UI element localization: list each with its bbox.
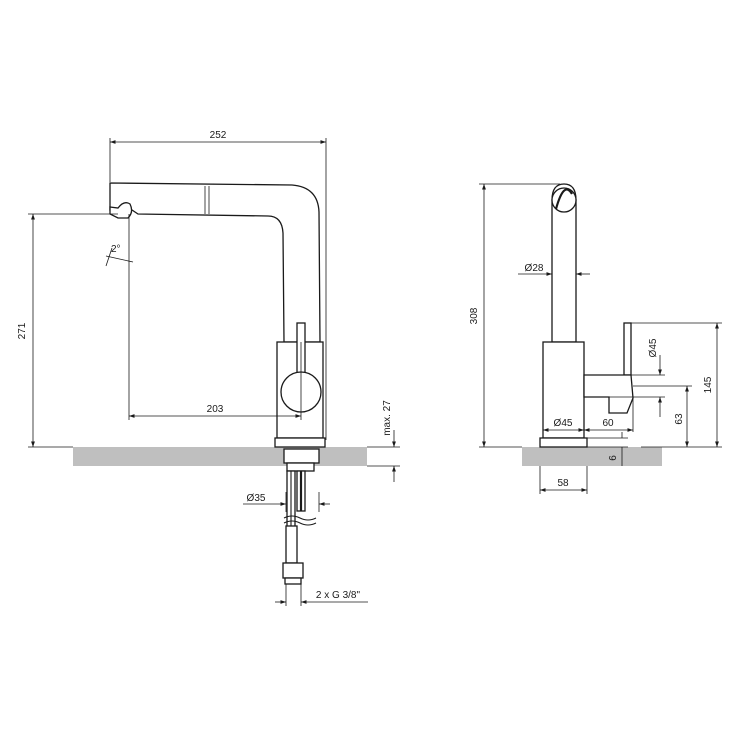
countertop-right bbox=[522, 447, 662, 466]
front-view: 308 Ø28 Ø45 63 145 Ø45 60 6 bbox=[469, 183, 722, 494]
mount-nut-2 bbox=[286, 462, 315, 472]
angle-tick bbox=[105, 247, 113, 267]
front-lever-body bbox=[583, 374, 634, 414]
base-ring bbox=[274, 437, 326, 448]
label-d28: Ø28 bbox=[525, 263, 544, 274]
label-angle: 2° bbox=[111, 244, 121, 255]
label-6: 6 bbox=[608, 455, 619, 461]
label-connection: 2 x G 3/8" bbox=[316, 590, 361, 601]
hose-fitting bbox=[282, 562, 304, 579]
angle-line bbox=[105, 255, 134, 263]
label-58: 58 bbox=[557, 478, 569, 489]
front-lever-stick bbox=[623, 322, 632, 376]
front-base bbox=[539, 437, 588, 448]
spout-top-inner bbox=[554, 188, 573, 210]
label-252: 252 bbox=[210, 130, 227, 141]
label-203: 203 bbox=[207, 404, 224, 415]
label-d35: Ø35 bbox=[247, 493, 266, 504]
label-d45-lever: Ø45 bbox=[648, 338, 659, 357]
label-63: 63 bbox=[674, 413, 685, 425]
mount-nut bbox=[283, 448, 320, 464]
hose-lower bbox=[285, 525, 298, 564]
hose-fitting-2 bbox=[284, 577, 302, 585]
break-mark-2 bbox=[283, 520, 317, 526]
label-d45-base: Ø45 bbox=[554, 418, 573, 429]
label-308: 308 bbox=[469, 307, 480, 324]
label-60: 60 bbox=[602, 418, 614, 429]
label-max27: max. 27 bbox=[382, 400, 393, 436]
side-view: 252 271 2° 203 max. 27 Ø35 2 x G 3/8" bbox=[17, 130, 400, 606]
label-145: 145 bbox=[703, 376, 714, 393]
spout-body bbox=[109, 182, 321, 343]
label-271: 271 bbox=[17, 322, 28, 339]
break-mark-1 bbox=[283, 515, 317, 521]
front-body bbox=[542, 341, 585, 439]
countertop-left bbox=[73, 447, 367, 466]
